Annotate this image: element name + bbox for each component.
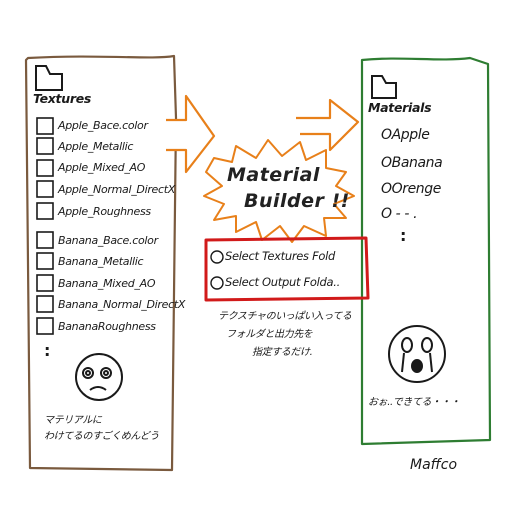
left-caption-line1: マテリアルに bbox=[44, 415, 102, 426]
step-markers bbox=[210, 250, 224, 290]
texture-file: Apple_Mixed_AO bbox=[58, 161, 146, 174]
left-caption-line2: わけてるのすごくめんどう bbox=[44, 431, 159, 442]
file-icons bbox=[36, 117, 54, 335]
right-panel-border bbox=[360, 56, 492, 446]
file-icon bbox=[36, 252, 54, 270]
steps-box bbox=[204, 236, 370, 302]
right-caption: おぉ..できてる・・・ bbox=[368, 397, 460, 408]
step-select-output: Select Output Folda.. bbox=[225, 275, 340, 289]
texture-file: Apple_Roughness bbox=[58, 205, 151, 218]
material-item: OBanana bbox=[381, 155, 443, 171]
title-burst bbox=[203, 139, 355, 243]
textures-folder-label: Textures bbox=[33, 91, 92, 106]
center-note-line3: 指定するだけ. bbox=[252, 347, 313, 358]
file-icon bbox=[36, 159, 54, 177]
texture-file: Apple_Metallic bbox=[58, 140, 134, 153]
texture-file: BananaRoughness bbox=[58, 320, 156, 333]
file-icon bbox=[36, 295, 54, 313]
texture-file: Banana_Normal_DirectX bbox=[58, 298, 186, 311]
texture-file: Banana_Bace.color bbox=[58, 234, 158, 247]
title-line1: Material bbox=[227, 164, 320, 186]
material-item: OApple bbox=[381, 127, 430, 143]
materials-folder-icon bbox=[371, 75, 397, 99]
center-note-line2: フォルダと出力先を bbox=[226, 329, 313, 340]
file-icon bbox=[36, 180, 54, 198]
textures-folder-icon bbox=[35, 65, 63, 91]
texture-file: Apple_Bace.color bbox=[58, 119, 148, 132]
file-icon bbox=[36, 317, 54, 335]
right-more-marker: : bbox=[400, 226, 407, 245]
dizzy-face-icon bbox=[75, 353, 123, 401]
title-line2: Builder !! bbox=[244, 190, 350, 212]
center-note-line1: テクスチャのいっぱい入ってる bbox=[218, 311, 352, 322]
file-icon bbox=[36, 274, 54, 292]
texture-file: Apple_Normal_DirectX bbox=[58, 183, 176, 196]
step-two-marker bbox=[210, 276, 224, 290]
texture-file: Banana_Metallic bbox=[58, 255, 144, 268]
material-item-more: O - - . bbox=[381, 206, 418, 222]
materials-folder-label: Materials bbox=[368, 100, 432, 115]
left-more-marker: : bbox=[44, 341, 51, 360]
file-icon bbox=[36, 117, 54, 135]
right-arrow bbox=[296, 98, 360, 152]
file-icon bbox=[36, 137, 54, 155]
left-panel-border bbox=[24, 54, 178, 472]
file-icon bbox=[36, 202, 54, 220]
happy-face-icon bbox=[388, 325, 446, 383]
file-icon bbox=[36, 231, 54, 249]
signature: Maffco bbox=[410, 457, 458, 473]
left-arrow bbox=[166, 94, 216, 174]
material-item: OOrenge bbox=[381, 181, 441, 197]
step-select-textures: Select Textures Fold bbox=[225, 249, 336, 263]
step-one-marker bbox=[210, 250, 224, 264]
texture-file: Banana_Mixed_AO bbox=[58, 277, 156, 290]
